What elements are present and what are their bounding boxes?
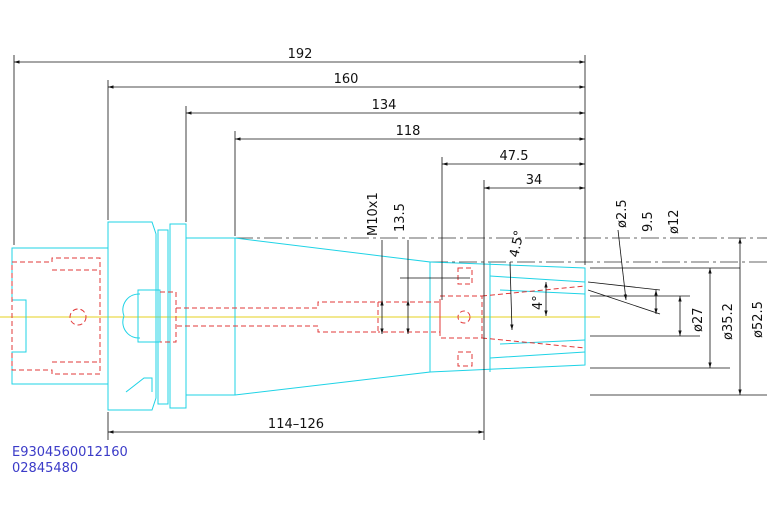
- drive-slot: [125, 377, 153, 393]
- bore-left: [137, 289, 161, 343]
- hidden-shank-cavity: [11, 257, 101, 375]
- part-code-line-1: E9304560012160: [12, 445, 128, 460]
- part-codes: E9304560012160 02845480: [12, 445, 128, 476]
- label-34: 34: [526, 173, 543, 188]
- flange-ring: [169, 223, 187, 409]
- label-47-5: 47.5: [500, 149, 529, 164]
- label-m10: M10x1: [366, 192, 381, 236]
- leader-9-5: [587, 289, 661, 315]
- dim-line-2-5: [617, 229, 628, 301]
- holder-outline: [11, 221, 586, 411]
- bore-arc: [122, 293, 141, 339]
- flange-groove: [157, 229, 169, 405]
- nose-bore-lines: [489, 275, 586, 359]
- label-9-5: 9.5: [641, 211, 656, 232]
- hidden-lines: [11, 257, 586, 375]
- dim-line-4-5: [509, 261, 514, 331]
- label-dia-2-5: ø2.5: [615, 199, 630, 228]
- hidden-center-circle: [457, 310, 471, 324]
- label-114-126: 114–126: [268, 417, 324, 432]
- label-13-5: 13.5: [393, 203, 408, 232]
- dimension-labels: 192 160 134 118 47.5 34 114–126 M10x1 13…: [268, 47, 766, 432]
- hidden-collet-cone: [481, 285, 586, 349]
- taper-body: [234, 237, 431, 396]
- nose-section: [429, 261, 586, 373]
- label-160: 160: [334, 72, 359, 87]
- extension-lines: [13, 55, 767, 440]
- hidden-pin-circle: [69, 308, 87, 326]
- hidden-bolt-head: [160, 291, 177, 343]
- leader-2-5: [587, 281, 661, 291]
- label-192: 192: [288, 47, 313, 62]
- label-118: 118: [396, 124, 421, 139]
- shank-body: [11, 247, 109, 385]
- vertical-dimensions: [380, 229, 742, 395]
- center-lines: [0, 237, 767, 318]
- label-134: 134: [372, 98, 397, 113]
- part-code-line-2: 02845480: [12, 461, 78, 476]
- label-dia-35-2: ø35.2: [721, 303, 736, 340]
- hidden-collet-slots: [457, 267, 473, 367]
- horizontal-dimensions: [14, 60, 585, 434]
- label-4-5-deg: 4.5°: [507, 229, 527, 259]
- flange: [107, 221, 157, 411]
- label-4-deg: 4°: [531, 295, 546, 310]
- label-dia-52-5: ø52.5: [751, 301, 766, 338]
- label-dia-27: ø27: [691, 308, 706, 333]
- hidden-shank-inner: [52, 269, 98, 363]
- label-dia-12: ø12: [667, 210, 682, 235]
